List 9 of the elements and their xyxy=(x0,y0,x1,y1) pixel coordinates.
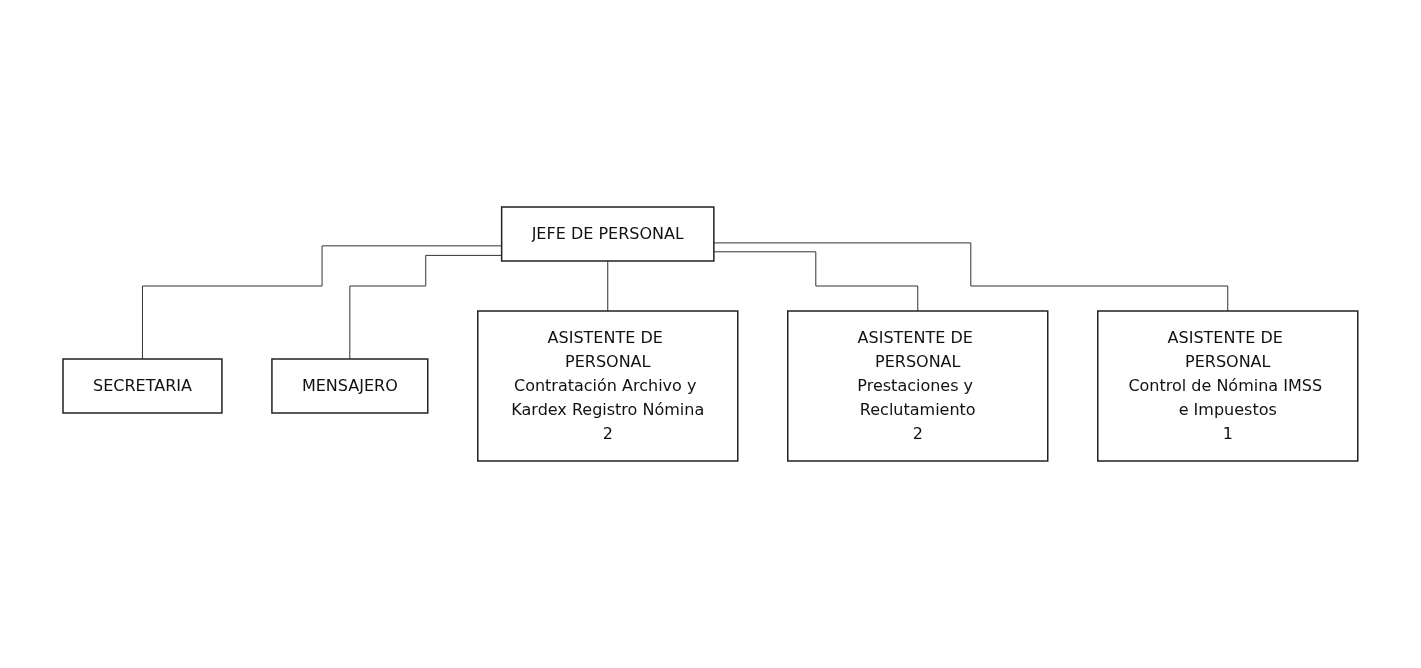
node-box: JEFE DE PERSONAL xyxy=(501,206,715,262)
connector xyxy=(713,242,1229,312)
node-box: SECRETARIA xyxy=(62,358,223,414)
node-box: ASISTENTE DE PERSONAL Control de Nómina IMSS e Impuestos 1 xyxy=(1097,310,1359,462)
connector xyxy=(713,251,919,312)
connector xyxy=(607,260,609,312)
node-box: ASISTENTE DE PERSONAL Contratación Archivo y Kardex Registro Nómina 2 xyxy=(477,310,739,462)
node-box: ASISTENTE DE PERSONAL Prestaciones y Reclutamiento 2 xyxy=(787,310,1049,462)
node-box: MENSAJERO xyxy=(271,358,429,414)
